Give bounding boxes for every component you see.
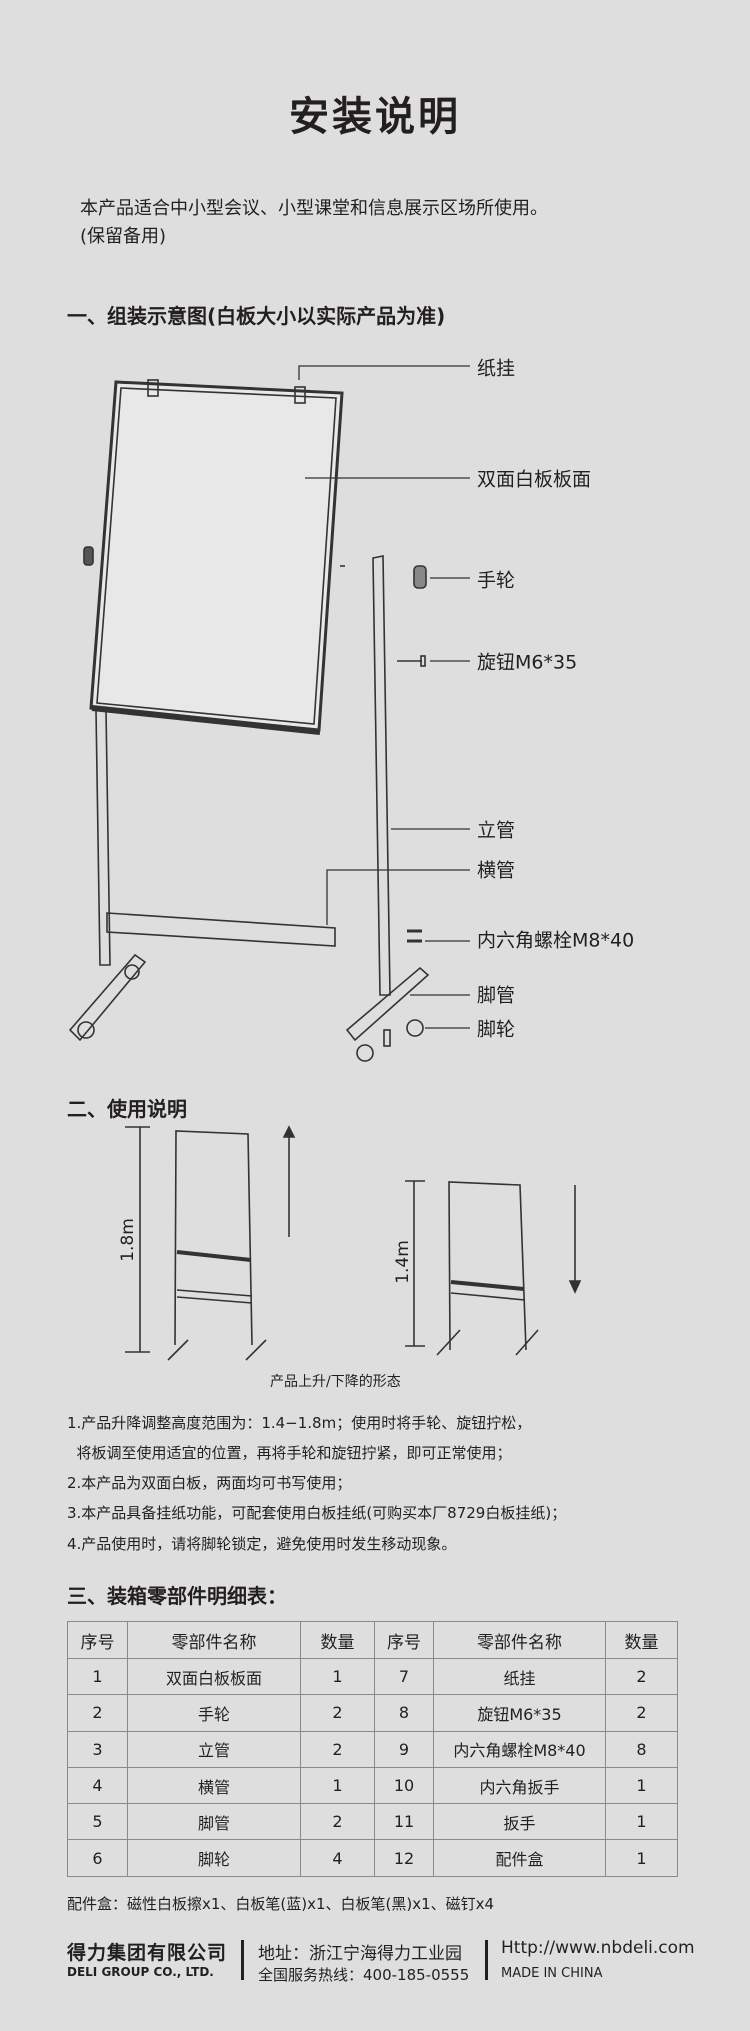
footer-divider <box>485 1940 488 1980</box>
cell: 2 <box>67 1694 128 1732</box>
header-cell: 数量 <box>300 1621 375 1659</box>
footer-divider <box>241 1940 244 1980</box>
cell: 2 <box>300 1694 375 1732</box>
label-foot-tube: 脚管 <box>477 984 516 1007</box>
whiteboard-frame <box>89 380 344 735</box>
cell: 双面白板板面 <box>127 1657 301 1696</box>
instruction-1-cont: 将板调至使用适宜的位置，再将手轮和旋钮拧紧，即可正常使用； <box>67 1444 512 1462</box>
usage-diagram-high <box>125 1125 296 1361</box>
instruction-3: 3.本产品具备挂纸功能，可配套使用白板挂纸(可购买本厂8729白板挂纸)； <box>67 1504 567 1522</box>
cell: 1 <box>605 1839 678 1877</box>
cell: 8 <box>605 1730 678 1768</box>
label-caster: 脚轮 <box>477 1018 516 1041</box>
cell: 2 <box>605 1657 678 1696</box>
cell: 扳手 <box>433 1803 606 1841</box>
cell: 1 <box>605 1803 678 1841</box>
company-name-en: DELI GROUP CO., LTD. <box>67 1965 214 1979</box>
cell: 纸挂 <box>433 1657 606 1696</box>
cell: 2 <box>605 1694 678 1732</box>
assembly-diagram <box>68 365 582 1361</box>
page-title: 安装说明 <box>289 94 461 140</box>
header-cell: 数量 <box>605 1621 678 1659</box>
instruction-4: 4.产品使用时，请将脚轮锁定，避免使用时发生移动现象。 <box>67 1535 457 1553</box>
accessory-note: 配件盒：磁性白板擦x1、白板笔(蓝)x1、白板笔(黑)x1、磁钉x4 <box>67 1895 495 1913</box>
cell: 7 <box>374 1657 434 1696</box>
cell: 3 <box>67 1730 128 1768</box>
cell: 内六角扳手 <box>433 1766 606 1805</box>
website-link[interactable]: Http://www.nbdeli.com <box>501 1938 695 1958</box>
cell: 12 <box>374 1839 434 1877</box>
label-knob: 旋钮M6*35 <box>477 651 578 674</box>
label-crossbar: 横管 <box>477 859 516 882</box>
label-upright: 立管 <box>477 819 516 842</box>
right-upright <box>345 555 430 1062</box>
paper-hook-icons <box>147 379 306 404</box>
cell: 6 <box>67 1839 128 1877</box>
intro-line-2: (保留备用) <box>80 226 167 247</box>
section-3-heading: 三、装箱零部件明细表： <box>67 1584 287 1608</box>
usage-diagram-low <box>405 1180 582 1356</box>
height-low-label: 1.4m <box>392 1240 413 1284</box>
made-in: MADE IN CHINA <box>501 1966 603 1981</box>
cell: 1 <box>300 1766 375 1805</box>
cell: 2 <box>300 1730 375 1768</box>
cell: 1 <box>300 1657 375 1696</box>
table-header-row: 序号零部件名称数量序号零部件名称数量 <box>67 1621 678 1659</box>
cell: 8 <box>374 1694 434 1732</box>
instruction-1: 1.产品升降调整高度范围为：1.4−1.8m；使用时将手轮、旋钮拧松， <box>67 1414 532 1432</box>
height-high-label: 1.8m <box>117 1218 138 1262</box>
instruction-2: 2.本产品为双面白板，两面均可书写使用； <box>67 1474 352 1492</box>
cell: 立管 <box>127 1730 301 1768</box>
cell: 1 <box>605 1766 678 1805</box>
header-cell: 序号 <box>374 1621 434 1659</box>
cell: 2 <box>300 1803 375 1841</box>
cell: 手轮 <box>127 1694 301 1732</box>
header-cell: 序号 <box>67 1621 128 1659</box>
section-2-heading: 二、使用说明 <box>67 1097 187 1121</box>
label-hex-bolt: 内六角螺栓M8*40 <box>477 929 635 952</box>
cell: 横管 <box>127 1766 301 1805</box>
cell: 脚轮 <box>127 1839 301 1877</box>
loose-parts <box>397 565 427 1037</box>
hotline: 全国服务热线：400-185-0555 <box>258 1966 470 1984</box>
leader-lines <box>298 365 470 1029</box>
header-cell: 零部件名称 <box>127 1621 301 1659</box>
cell: 1 <box>67 1657 128 1696</box>
label-paper-hook: 纸挂 <box>477 357 516 380</box>
left-stand <box>68 709 336 1042</box>
section-1-heading: 一、组装示意图(白板大小以实际产品为准) <box>67 304 446 328</box>
cell: 脚管 <box>127 1803 301 1841</box>
label-board: 双面白板板面 <box>477 468 592 491</box>
cell: 10 <box>374 1766 434 1805</box>
cell: 5 <box>67 1803 128 1841</box>
cell: 4 <box>67 1766 128 1805</box>
intro-line-1: 本产品适合中小型会议、小型课堂和信息展示区场所使用。 <box>80 198 548 219</box>
address: 地址：浙江宁海得力工业园 <box>258 1944 462 1964</box>
label-hand-wheel: 手轮 <box>477 569 516 592</box>
diagram-caption: 产品上升/下降的形态 <box>270 1374 401 1390</box>
cell: 配件盒 <box>433 1839 606 1877</box>
cell: 4 <box>300 1839 375 1877</box>
company-name-cn: 得力集团有限公司 <box>67 1942 228 1964</box>
hand-wheel-on-board <box>83 546 94 566</box>
cell: 旋钮M6*35 <box>433 1694 606 1732</box>
cell: 11 <box>374 1803 434 1841</box>
header-cell: 零部件名称 <box>433 1621 606 1659</box>
cell: 内六角螺栓M8*40 <box>433 1730 606 1768</box>
cell: 9 <box>374 1730 434 1768</box>
